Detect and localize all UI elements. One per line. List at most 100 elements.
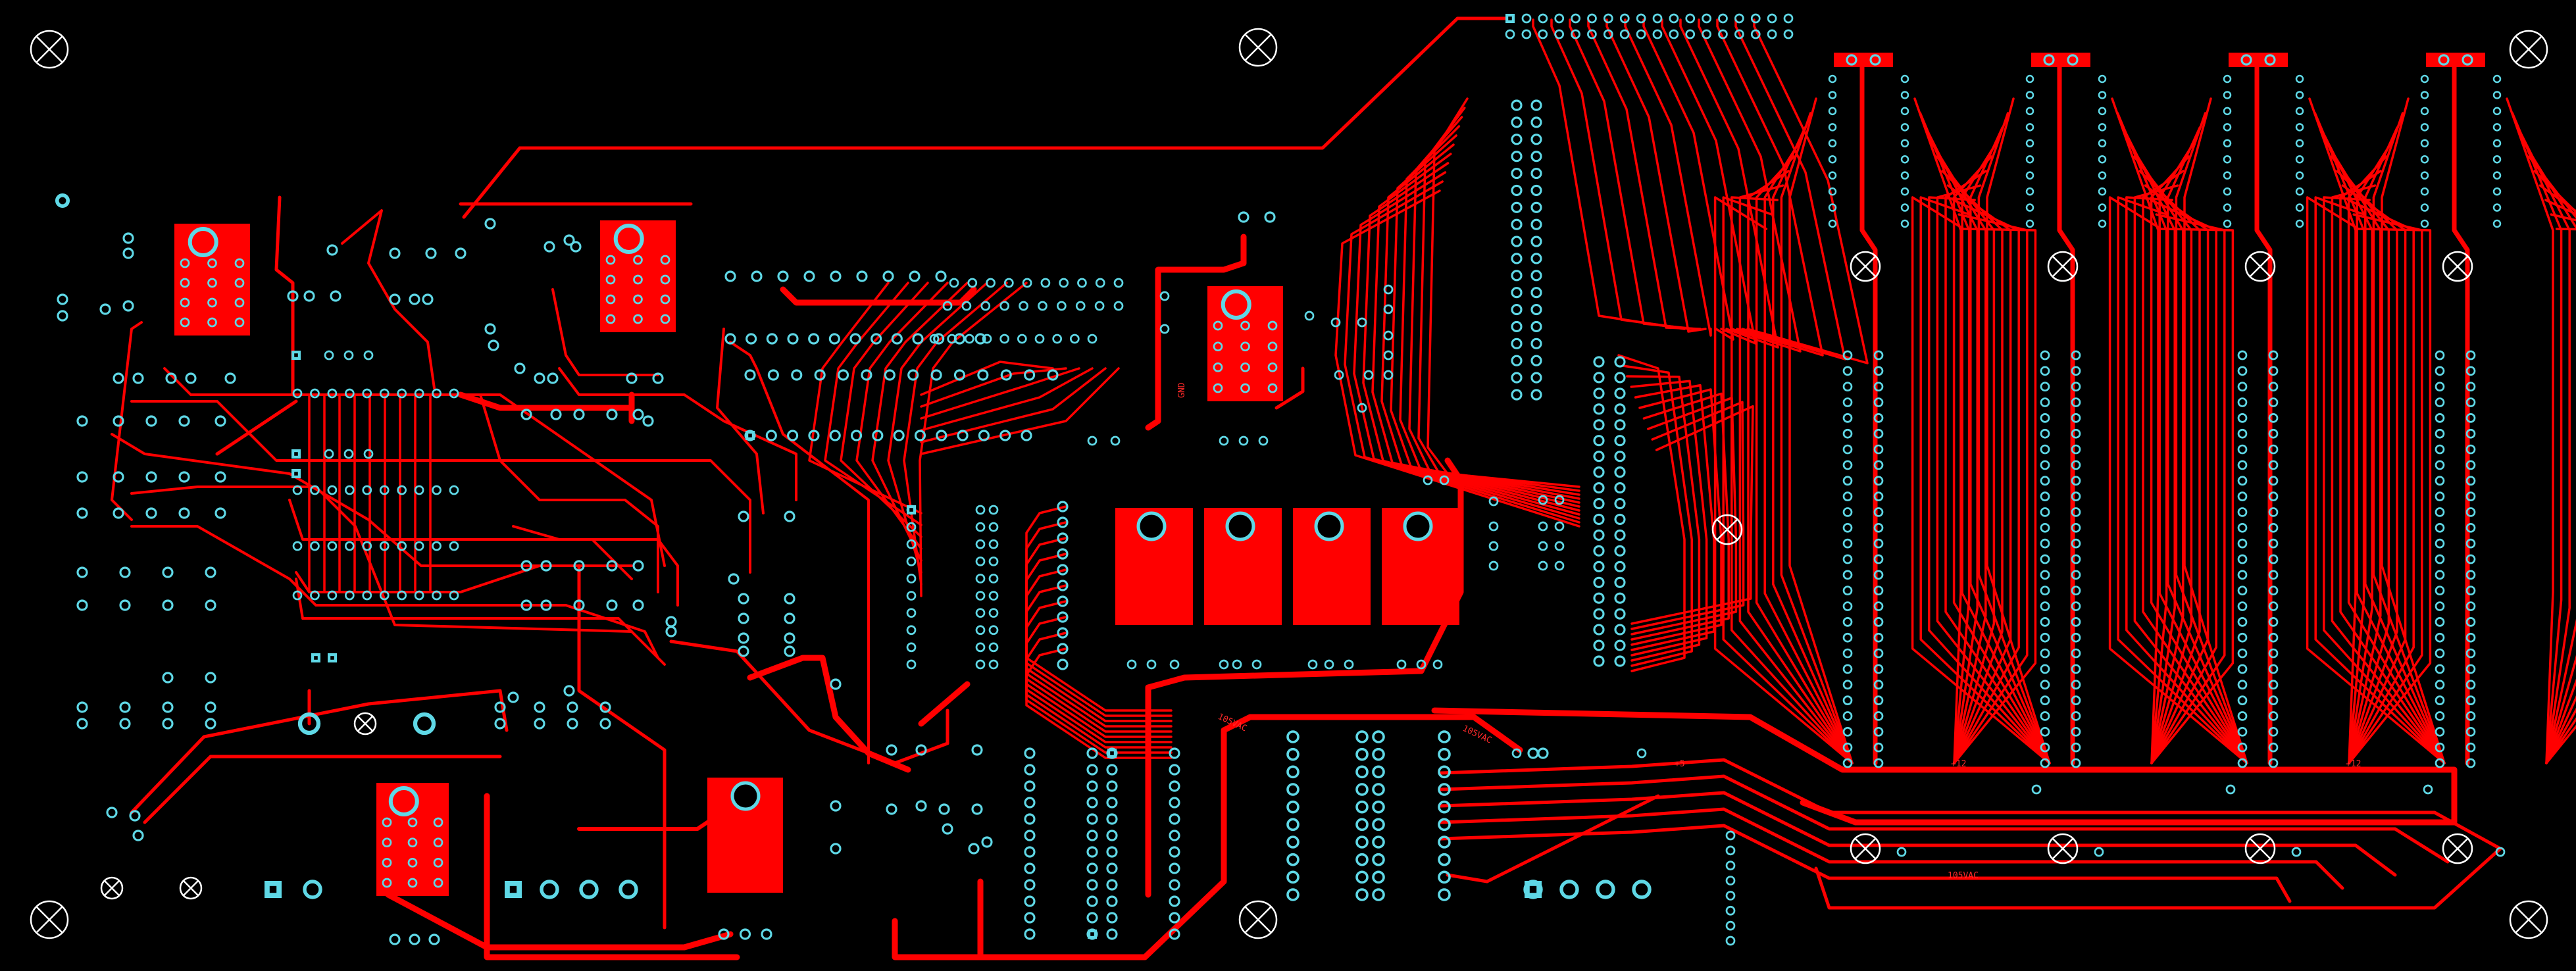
through-hole-pad-icon xyxy=(1614,419,1626,431)
copper-trace xyxy=(1145,234,1247,431)
through-hole-pad-icon xyxy=(1593,435,1605,447)
through-hole-pad-icon xyxy=(2237,382,2248,392)
through-hole-pad-icon xyxy=(1900,187,1909,196)
through-hole-pad-icon xyxy=(2465,695,2476,705)
through-hole-pad-icon xyxy=(1538,560,1548,571)
through-hole-pad-icon xyxy=(205,718,216,730)
through-hole-pad-icon xyxy=(1086,747,1098,759)
through-hole-pad-icon xyxy=(1593,451,1605,462)
through-hole-pad-icon xyxy=(2043,54,2055,66)
through-hole-pad-icon xyxy=(633,255,643,265)
copper-trace xyxy=(1371,153,1580,512)
through-hole-pad-icon xyxy=(1873,680,1884,690)
through-hole-pad-icon xyxy=(1169,830,1180,841)
through-hole-pad-icon xyxy=(2268,382,2279,392)
through-hole-pad-icon xyxy=(379,485,390,495)
through-hole-pad-icon xyxy=(1593,624,1605,635)
through-hole-pad-icon xyxy=(981,836,993,848)
through-hole-pad-icon xyxy=(178,507,190,519)
through-hole-pad-icon xyxy=(1286,765,1300,779)
through-hole-pad-icon xyxy=(1593,419,1605,431)
copper-trace xyxy=(2142,170,2248,764)
through-hole-pad-icon xyxy=(2237,444,2248,455)
through-hole-pad-icon xyxy=(2237,366,2248,376)
through-hole-pad-icon xyxy=(1052,334,1063,344)
through-hole-pad-icon xyxy=(599,701,611,713)
through-hole-pad-icon xyxy=(1240,362,1250,372)
through-hole-pad-icon xyxy=(2268,570,2279,580)
copper-trace xyxy=(2108,196,2248,764)
through-hole-pad-icon xyxy=(1086,797,1098,809)
copper-trace xyxy=(780,286,977,306)
through-hole-pad-icon xyxy=(2040,397,2050,407)
through-hole-pad-icon xyxy=(2094,847,2104,857)
through-hole-pad-icon xyxy=(1873,491,1884,501)
through-hole-pad-icon xyxy=(1511,304,1523,316)
through-hole-pad-icon xyxy=(1106,928,1118,940)
copper-trace xyxy=(1439,824,2292,903)
through-hole-pad-icon xyxy=(1019,301,1028,311)
copper-trace xyxy=(2308,97,2357,764)
through-hole-pad-icon xyxy=(660,294,670,305)
through-hole-pad-icon xyxy=(55,193,70,209)
through-hole-pad-icon xyxy=(2025,91,2034,99)
through-hole-pad-icon xyxy=(1669,13,1679,24)
through-hole-pad-icon xyxy=(2237,413,2248,423)
through-hole-pad-icon xyxy=(494,718,506,730)
through-hole-pad-icon xyxy=(1554,521,1565,532)
copper-trace xyxy=(130,486,633,633)
through-hole-pad-icon xyxy=(1511,253,1523,264)
through-hole-pad-icon xyxy=(2071,695,2081,705)
through-hole-pad-icon xyxy=(2040,617,2050,627)
through-hole-pad-icon xyxy=(2465,444,2476,455)
copper-trace xyxy=(920,367,1120,455)
copper-trace xyxy=(577,564,667,930)
through-hole-pad-icon xyxy=(432,485,442,495)
through-hole-pad-icon xyxy=(1718,29,1728,39)
through-hole-pad-icon xyxy=(1593,403,1605,415)
through-hole-pad-icon xyxy=(1169,928,1180,940)
through-hole-pad-icon xyxy=(2237,585,2248,596)
through-hole-pad-icon xyxy=(363,350,374,361)
through-hole-pad-icon xyxy=(2040,601,2050,611)
through-hole-pad-icon xyxy=(906,556,917,566)
square-pad-hole xyxy=(1508,16,1512,20)
through-hole-pad-icon xyxy=(1828,91,1837,99)
through-hole-pad-icon xyxy=(2435,444,2445,455)
through-hole-pad-icon xyxy=(1842,507,1853,517)
through-hole-pad-icon xyxy=(2071,397,2081,407)
to220-tab-icon xyxy=(1225,511,1255,541)
through-hole-pad-icon xyxy=(2098,219,2107,228)
through-hole-pad-icon xyxy=(1106,813,1118,825)
through-hole-pad-icon xyxy=(2492,203,2502,212)
through-hole-pad-icon xyxy=(1530,201,1542,213)
through-hole-pad-icon xyxy=(1383,370,1394,380)
through-hole-pad-icon xyxy=(1614,356,1626,368)
through-hole-pad-icon xyxy=(1873,758,1884,768)
hole-cross xyxy=(2515,906,2542,934)
through-hole-pad-icon xyxy=(343,449,354,459)
through-hole-pad-icon xyxy=(1106,780,1118,792)
through-hole-pad-icon xyxy=(893,430,905,441)
through-hole-pad-icon xyxy=(906,608,917,618)
through-hole-pad-icon xyxy=(2071,617,2081,627)
crossed-circle-icon xyxy=(2509,30,2548,69)
through-hole-pad-icon xyxy=(2268,742,2279,753)
through-hole-pad-icon xyxy=(2435,695,2445,705)
through-hole-pad-icon xyxy=(2268,460,2279,470)
through-hole-pad-icon xyxy=(882,270,894,282)
through-hole-pad-icon xyxy=(414,485,424,495)
through-hole-pad-icon xyxy=(1086,862,1098,874)
through-hole-pad-icon xyxy=(1213,362,1223,372)
through-hole-pad-icon xyxy=(1593,372,1605,384)
through-hole-pad-icon xyxy=(1554,560,1565,571)
through-hole-pad-icon xyxy=(1355,747,1369,761)
through-hole-pad-icon xyxy=(1596,880,1615,899)
through-hole-pad-icon xyxy=(1488,496,1499,507)
through-hole-pad-icon xyxy=(2465,758,2476,768)
through-hole-pad-icon xyxy=(2435,522,2445,533)
through-hole-pad-icon xyxy=(2025,74,2034,84)
through-hole-pad-icon xyxy=(953,369,966,381)
hole-cross xyxy=(2249,837,2271,860)
through-hole-pad-icon xyxy=(739,928,751,940)
